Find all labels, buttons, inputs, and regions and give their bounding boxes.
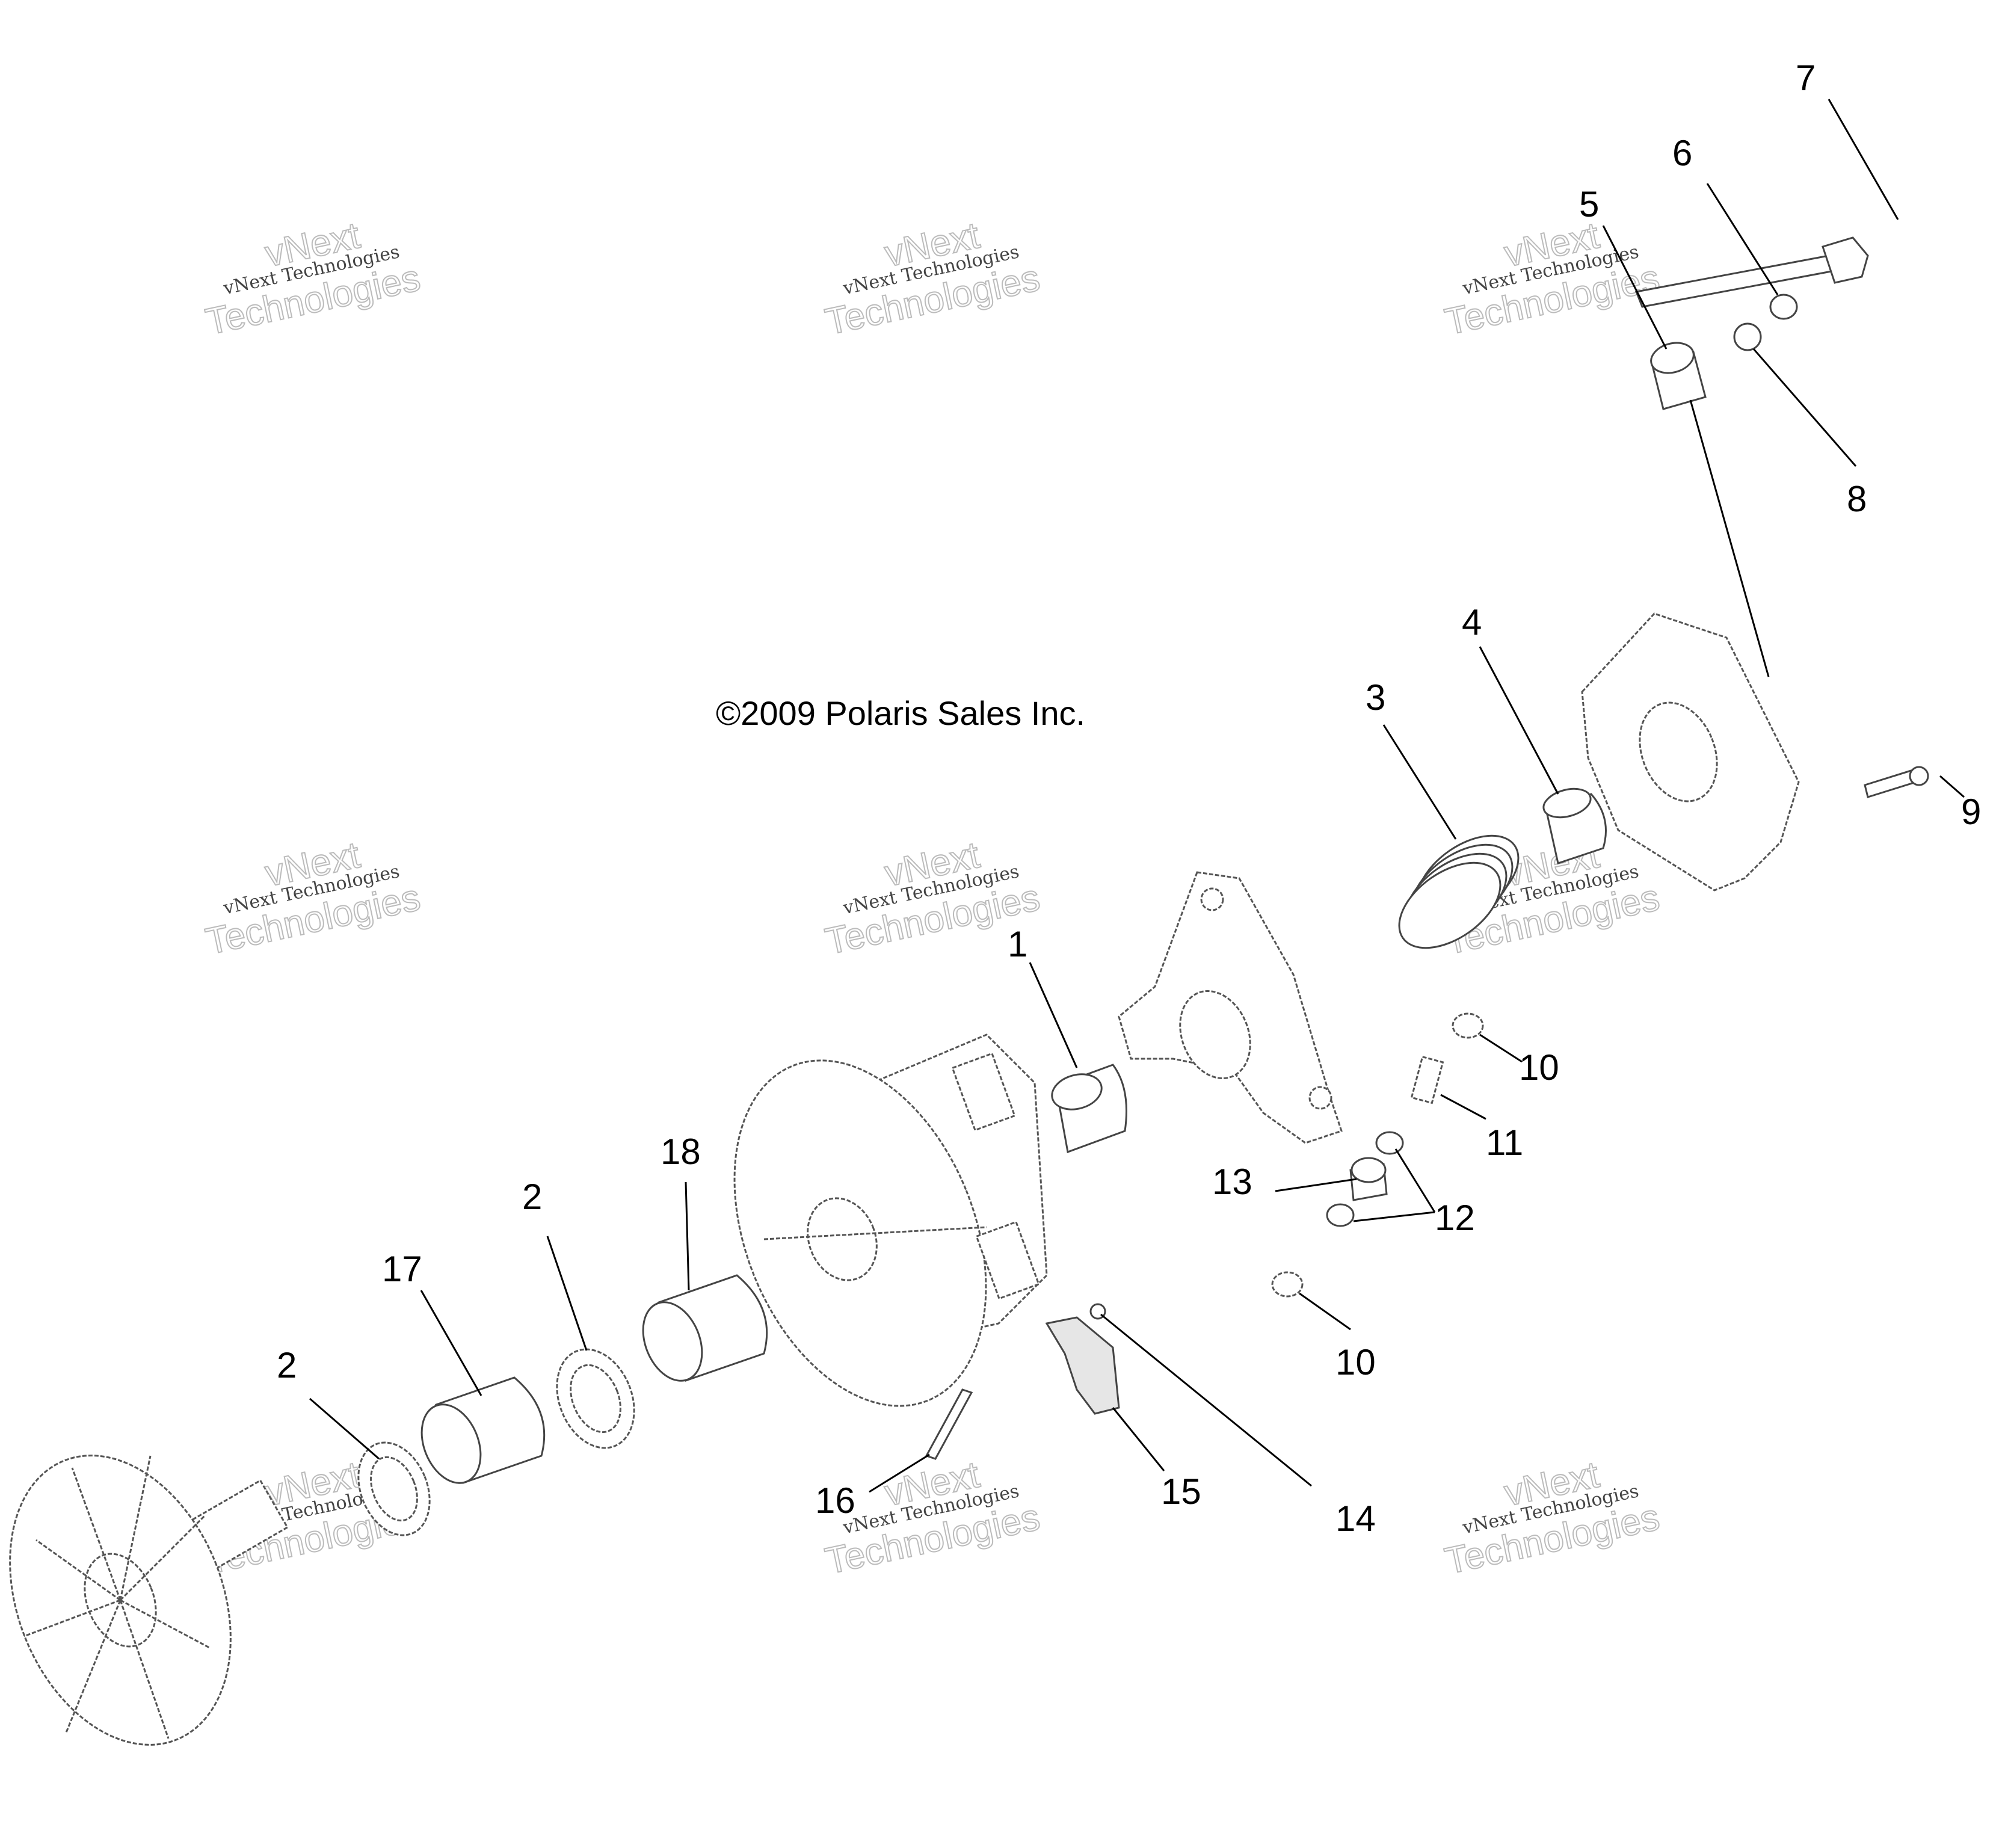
watermark: vNext vNext Technologies Technologies [821,214,1044,343]
stationary-sheave [9,1455,289,1746]
callout-12: 12 [1435,1198,1475,1238]
clutch-cover [1581,612,1800,892]
bolt-7 [1634,236,1869,308]
spring-3 [1398,834,1520,949]
callout-10-upper: 10 [1519,1047,1559,1088]
bushing-1 [1051,1064,1127,1154]
watermark: vNext vNext Technologies Technologies [1441,1453,1663,1583]
spider [1118,871,1343,1144]
callout-2-lower: 2 [277,1345,297,1385]
moveable-sheave [733,1033,1048,1407]
callout-13: 13 [1212,1162,1252,1202]
roller-13 [1349,1157,1388,1201]
callout-9: 9 [1961,792,1981,832]
callout-4: 4 [1462,602,1482,642]
callout-5: 5 [1579,184,1599,224]
copyright-text: ©2009 Polaris Sales Inc. [716,694,1085,732]
callout-numbers: 1 2 2 3 4 5 6 7 8 9 10 11 12 13 14 15 16… [277,58,1981,1539]
callout-1: 1 [1008,924,1027,964]
watermark: vNext vNext Technologies Technologies [202,214,424,343]
bolt-9 [1864,766,1929,798]
button-10-upper [1452,1012,1484,1039]
flyweight-15 [1045,1316,1120,1415]
callout-11: 11 [1486,1123,1523,1163]
button-10-lower [1271,1271,1304,1298]
washer-12-lower [1326,1203,1355,1227]
callout-15: 15 [1161,1471,1201,1512]
pin-11 [1410,1055,1444,1104]
callout-8: 8 [1847,479,1867,519]
callout-10-lower: 10 [1335,1342,1376,1382]
callout-7: 7 [1796,58,1816,98]
watermark: vNext vNext Technologies Technologies [202,834,424,963]
washer-6 [1769,294,1798,320]
callout-18: 18 [661,1132,701,1172]
callout-16: 16 [815,1480,855,1521]
spacer-5 [1650,342,1707,410]
washer-12-upper [1375,1131,1404,1155]
washer-2-upper [556,1348,635,1449]
callout-17: 17 [382,1249,422,1289]
bushing-4 [1542,787,1607,864]
leader-lines [309,99,1965,1493]
bushing-18 [642,1274,768,1382]
callout-2-upper: 2 [522,1177,542,1217]
callout-14: 14 [1335,1498,1376,1539]
callout-3: 3 [1366,677,1385,718]
pin-16 [925,1388,973,1460]
bushing-17 [420,1376,546,1484]
callout-6: 6 [1672,133,1692,173]
washer-2-lower [357,1441,431,1536]
washer-8 [1733,322,1762,351]
